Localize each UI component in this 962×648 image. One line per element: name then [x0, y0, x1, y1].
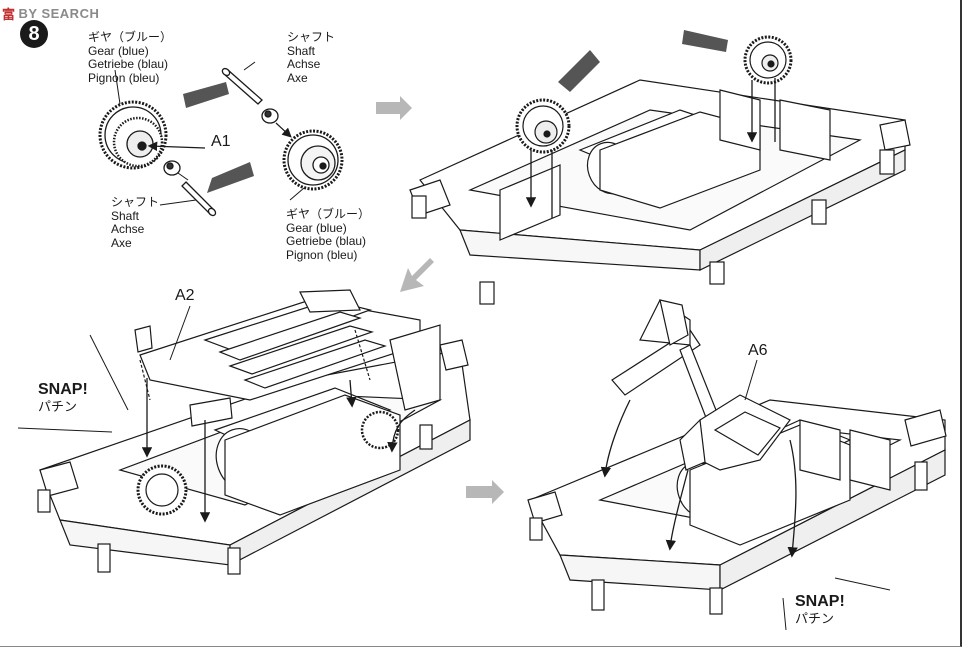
label-gear-top-jp: ギヤ（ブルー）	[88, 30, 173, 44]
label-shaft-bottom-de: Achse	[111, 222, 145, 236]
part-ref-a1: A1	[211, 133, 231, 150]
shaft-bottom	[181, 181, 217, 217]
push-arrow-right-gear	[682, 30, 728, 52]
label-gear-top-fr: Pignon (bleu)	[88, 70, 160, 85]
snap-right-en: SNAP!	[795, 593, 845, 610]
label-shaft-top-jp: シャフト	[287, 30, 336, 44]
chassis-with-a6-part	[527, 299, 947, 631]
gear-shaft-exploded-view	[98, 61, 344, 217]
flow-arrow-3	[466, 480, 504, 504]
push-arrow-left-gear	[558, 50, 600, 92]
snap-callout-right: SNAP! パチン	[795, 592, 845, 627]
label-gear-top-de: Getriebe (blau)	[88, 57, 169, 71]
snap-right-jp: パチン	[795, 611, 835, 626]
label-shaft-top-fr: Axe	[287, 70, 308, 85]
label-gear-bottom-jp: ギヤ（ブルー）	[286, 207, 371, 221]
watermark: 富 BY SEARCH	[2, 4, 99, 23]
watermark-en: BY SEARCH	[18, 6, 100, 21]
label-gear-top: ギヤ（ブルー） Gear (blue) Getriebe (blau) Pign…	[88, 30, 173, 85]
step-number-badge: 8	[20, 20, 48, 48]
shaft-top	[221, 67, 263, 105]
flow-arrow-1	[376, 96, 412, 120]
label-shaft-top: シャフト Shaft Achse Axe	[287, 30, 336, 85]
label-gear-bottom-fr: Pignon (bleu)	[286, 247, 358, 262]
label-shaft-top-en: Shaft	[287, 43, 316, 58]
label-gear-bottom-de: Getriebe (blau)	[286, 234, 367, 248]
chassis-with-a2-part	[17, 289, 471, 575]
snap-left-jp: パチン	[38, 399, 78, 414]
snap-left-en: SNAP!	[38, 381, 88, 398]
gear-blue-left	[98, 100, 168, 170]
watermark-cn: 富	[2, 7, 16, 22]
label-gear-bottom: ギヤ（ブルー） Gear (blue) Getriebe (blau) Pign…	[286, 207, 371, 262]
flow-arrow-2	[400, 258, 434, 292]
label-shaft-bottom-jp: シャフト	[111, 195, 160, 209]
label-shaft-bottom-fr: Axe	[111, 235, 132, 250]
part-ref-a6: A6	[748, 342, 768, 359]
chassis-with-gears	[409, 35, 911, 305]
snap-callout-left: SNAP! パチン	[38, 380, 88, 415]
label-shaft-top-de: Achse	[287, 57, 321, 71]
collar-top	[261, 108, 279, 124]
part-ref-a2: A2	[175, 287, 195, 304]
label-shaft-bottom: シャフト Shaft Achse Axe	[111, 195, 160, 250]
label-gear-top-en: Gear (blue)	[88, 43, 149, 58]
collar-bottom	[163, 160, 181, 176]
label-shaft-bottom-en: Shaft	[111, 208, 140, 223]
gear-blue-right	[282, 129, 344, 191]
label-gear-bottom-en: Gear (blue)	[286, 220, 347, 235]
